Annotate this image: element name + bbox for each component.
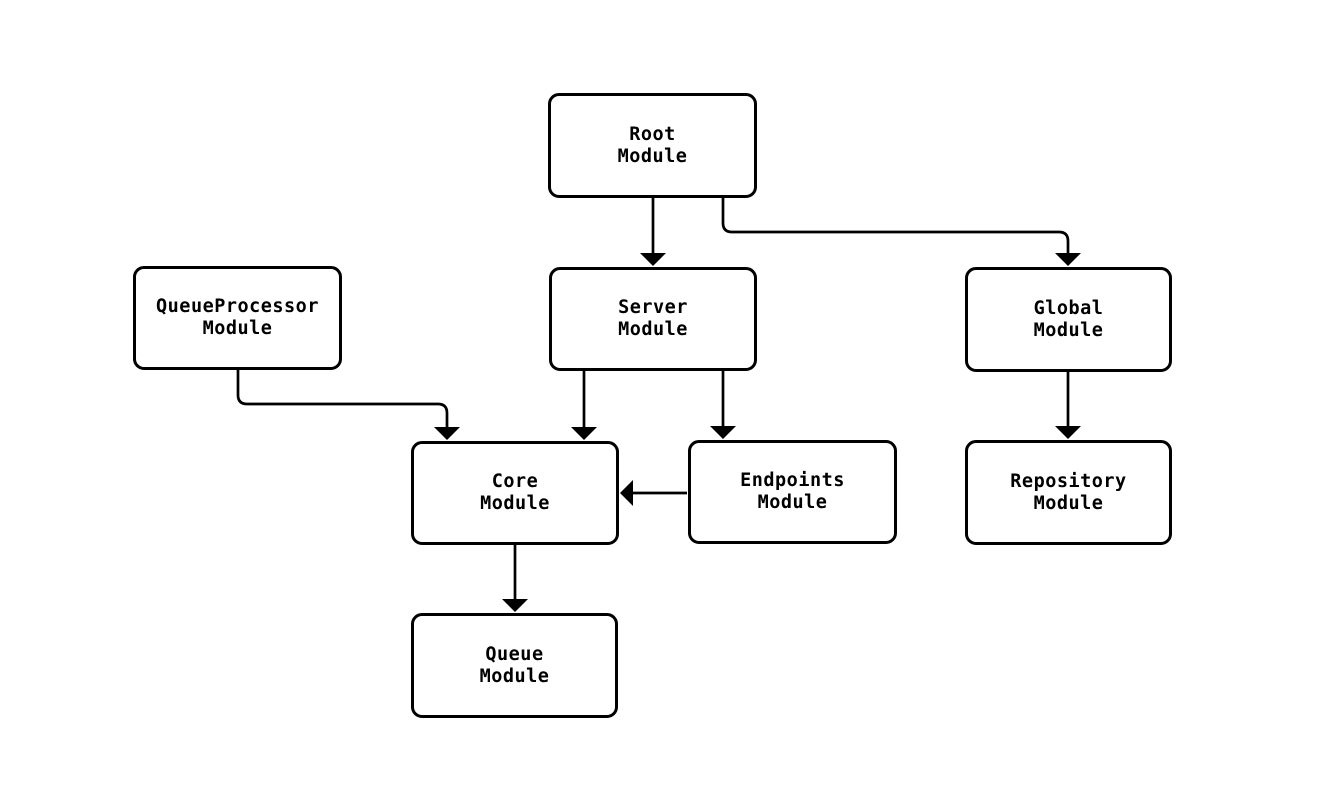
node-label-line: Module <box>1033 492 1104 514</box>
node-label-line: Repository <box>1010 470 1127 492</box>
node-label-line: Server <box>618 297 688 318</box>
node-label-line: QueueProcessor <box>156 296 319 317</box>
node-label-line: Module <box>480 493 550 514</box>
arrowhead-queueprocessor-module-to-core-module <box>434 427 460 440</box>
node-label-line: Module <box>1033 319 1104 341</box>
node-label-line: Module <box>479 665 550 687</box>
node-label-line: Global <box>1033 297 1104 319</box>
edge-queueprocessor-module-to-core-module <box>236 370 449 429</box>
node-label-line: Core <box>491 471 539 492</box>
arrowhead-root-module-to-global-module <box>1055 253 1081 266</box>
node-label-line: Module <box>757 492 828 513</box>
arrowhead-root-module-to-server-module <box>640 253 666 266</box>
node-label-line: Module <box>618 319 688 340</box>
edge-root-module-to-global-module <box>721 198 1070 255</box>
arrowhead-server-module-to-endpoints-module <box>710 426 736 439</box>
arrowhead-core-module-to-queue-module <box>502 599 528 612</box>
node-label-line: Module <box>202 318 273 339</box>
arrowhead-global-module-to-repository-module <box>1055 426 1081 439</box>
node-label-line: Module <box>617 145 688 167</box>
arrowhead-server-module-to-core-module <box>571 427 597 440</box>
node-label-line: Queue <box>485 643 544 665</box>
node-label-line: Endpoints <box>740 470 845 491</box>
node-label-line: Root <box>629 123 676 145</box>
arrowhead-endpoints-module-to-core-module <box>620 480 633 506</box>
